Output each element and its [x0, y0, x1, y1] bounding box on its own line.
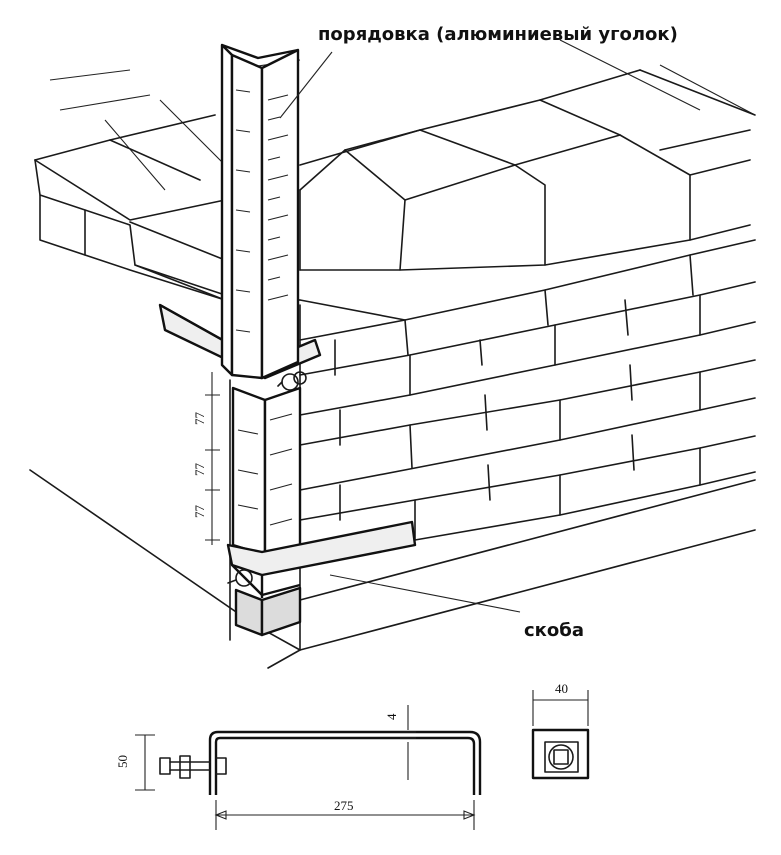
lower-bracket [226, 520, 417, 598]
poryadovka-label: порядовка (алюминиевый уголок) [318, 24, 678, 45]
course-dimensions: 77 77 77 [192, 372, 220, 545]
dim-course-2: 77 [192, 463, 207, 477]
skoba-label: скоба [524, 620, 584, 641]
dim-course-3: 77 [192, 505, 207, 519]
corner-post-lower [231, 386, 302, 637]
poryadovka-leader [279, 51, 333, 119]
dim-bracket-height: 50 [115, 755, 130, 768]
aluminium-corner-post [220, 43, 300, 380]
dim-bracket-length: 275 [334, 798, 354, 813]
front-brick-wall [29, 239, 756, 669]
dim-course-1: 77 [192, 412, 207, 426]
bracket-section-view: 40 [531, 681, 590, 780]
upper-brick-course [34, 39, 756, 321]
bracket-side-view: 50 4 275 [115, 705, 482, 830]
skoba-leader [329, 574, 521, 613]
dim-section-width: 40 [555, 681, 568, 696]
dim-bracket-thickness: 4 [384, 713, 399, 720]
